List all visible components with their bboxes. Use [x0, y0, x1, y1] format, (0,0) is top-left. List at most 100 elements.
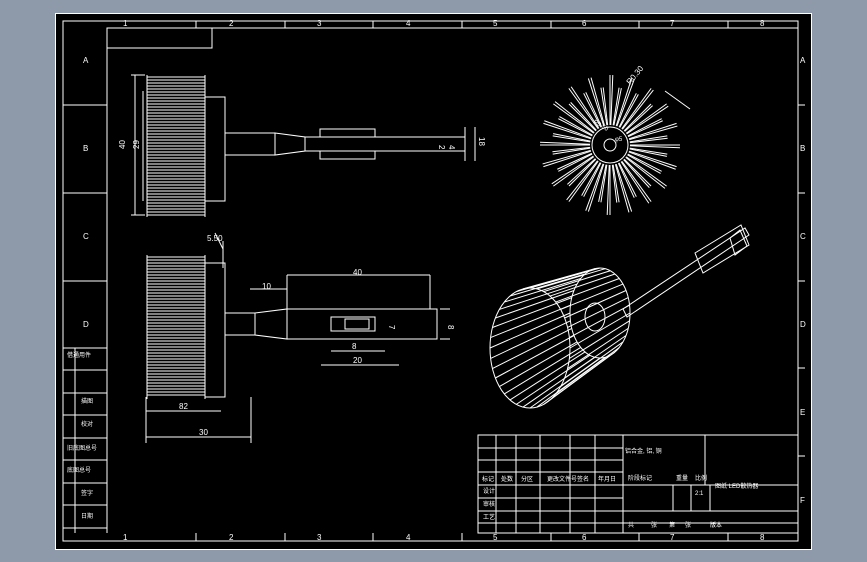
- radial-fin: [629, 148, 667, 157]
- radial-fin: [552, 147, 591, 155]
- radial-fin: [552, 146, 591, 153]
- radial-fin: [557, 152, 593, 170]
- iso-back-ellipse: [569, 267, 631, 359]
- hub-top: [204, 96, 226, 202]
- iso-fin: [522, 356, 596, 408]
- radial-fin: [566, 160, 598, 201]
- radial-fin: [585, 92, 603, 128]
- tb-version: 版本: [710, 521, 722, 529]
- shaft-bottom: [286, 308, 438, 340]
- tb-role-2: 工艺: [483, 513, 495, 521]
- col-label-4: 4: [406, 19, 411, 28]
- radial-fin: [627, 153, 662, 172]
- iso-fin: [536, 356, 606, 408]
- row-label-c: C: [83, 232, 89, 241]
- hub-bottom: [204, 262, 226, 398]
- radial-fin: [587, 78, 605, 127]
- radial-fin: [624, 105, 653, 132]
- iso-fin: [492, 327, 573, 369]
- front-hub-circle: [591, 126, 629, 164]
- row-label-c-right: C: [800, 232, 806, 241]
- iso-fin: [492, 297, 572, 328]
- tb-sheet-3: 张: [685, 521, 691, 529]
- shaft-taper-top: [274, 132, 306, 156]
- iso-fin: [499, 341, 578, 388]
- iso-fin: [509, 273, 586, 297]
- iso-key: [694, 224, 750, 274]
- radial-fin: [629, 145, 680, 149]
- tb-material: 铝合金, 铝, 铜: [625, 447, 662, 455]
- dim-10-bottom: 10: [262, 282, 271, 291]
- radial-fin: [629, 147, 668, 155]
- iso-fin: [543, 270, 611, 293]
- radial-fin: [553, 156, 595, 187]
- shaft-taper-bottom: [254, 308, 288, 340]
- iso-fin: [490, 304, 571, 339]
- left-label-5: 签字: [81, 489, 93, 497]
- radial-fin: [587, 163, 605, 212]
- dim-29-top: 29: [132, 140, 141, 149]
- dim-4-top: 4: [447, 145, 456, 150]
- outer-frame: [55, 13, 812, 550]
- dim-40-bottom: 40: [353, 268, 362, 277]
- front-hole: [603, 138, 617, 152]
- radial-fin: [612, 164, 620, 203]
- col-label-1: 1: [123, 19, 128, 28]
- radial-fin: [626, 105, 669, 135]
- left-label-2: 校对: [81, 420, 93, 428]
- radial-fin: [551, 155, 594, 185]
- radial-fin: [629, 135, 668, 143]
- radial-fin: [617, 162, 635, 198]
- key-lower-top: [319, 150, 376, 160]
- col-label-6: 6: [582, 19, 587, 28]
- radial-fin: [606, 164, 610, 215]
- radial-fin: [623, 103, 652, 132]
- iso-fin: [499, 283, 578, 310]
- col-label-4-bottom: 4: [406, 533, 411, 542]
- isometric-view: [489, 224, 750, 409]
- side-view-top: 40 29 18 2 4: [118, 74, 486, 217]
- radial-fin: [628, 122, 677, 140]
- col-label-2-bottom: 2: [229, 533, 234, 542]
- iso-fin: [555, 278, 620, 303]
- dim-20-bottom: 20: [353, 356, 362, 365]
- dim-40-top: 40: [118, 140, 127, 149]
- tb-role-0: 设计: [483, 487, 495, 495]
- col-label-6-bottom: 6: [582, 533, 587, 542]
- left-label-0: 借通用件: [67, 351, 91, 359]
- tb-head-1: 处数: [501, 475, 513, 483]
- radial-fin: [610, 75, 614, 126]
- row-label-d-right: D: [800, 320, 806, 329]
- tb-sheet-0: 共: [628, 521, 634, 529]
- row-label-b: B: [83, 144, 88, 153]
- radial-fin: [568, 160, 599, 202]
- tb-stage-1: 重量: [676, 474, 688, 482]
- radial-fin: [567, 158, 596, 185]
- radial-fin: [629, 125, 678, 141]
- iso-fin: [529, 357, 601, 409]
- left-label-4: 底图总号: [67, 466, 91, 474]
- radial-fin: [628, 150, 677, 168]
- radial-fin: [542, 149, 591, 165]
- tb-role-1: 审核: [483, 500, 495, 508]
- iso-fin: [560, 283, 624, 310]
- col-label-2: 2: [229, 19, 234, 28]
- drawing-sheet: 1 2 3 4 5 6 7 8 1 2 3 4 5 6 7 8 A B C D …: [55, 13, 812, 550]
- radial-fin: [552, 135, 591, 143]
- radial-fin: [612, 87, 620, 126]
- radial-fin: [620, 161, 650, 204]
- radial-fin: [600, 87, 608, 126]
- iso-fin: [569, 320, 630, 359]
- radial-fin: [583, 162, 602, 197]
- col-label-7-bottom: 7: [670, 533, 675, 542]
- iso-fin: [522, 268, 595, 290]
- key-upper-top: [319, 128, 376, 138]
- iso-fin: [504, 347, 581, 395]
- tb-head-0: 标记: [482, 475, 494, 483]
- radial-fin: [618, 93, 637, 128]
- radial-fin: [628, 151, 676, 170]
- radial-fin: [568, 88, 599, 130]
- dim-30-bottom: 30: [199, 428, 208, 437]
- radial-fin: [570, 86, 600, 129]
- keyway-bottom: [330, 316, 376, 332]
